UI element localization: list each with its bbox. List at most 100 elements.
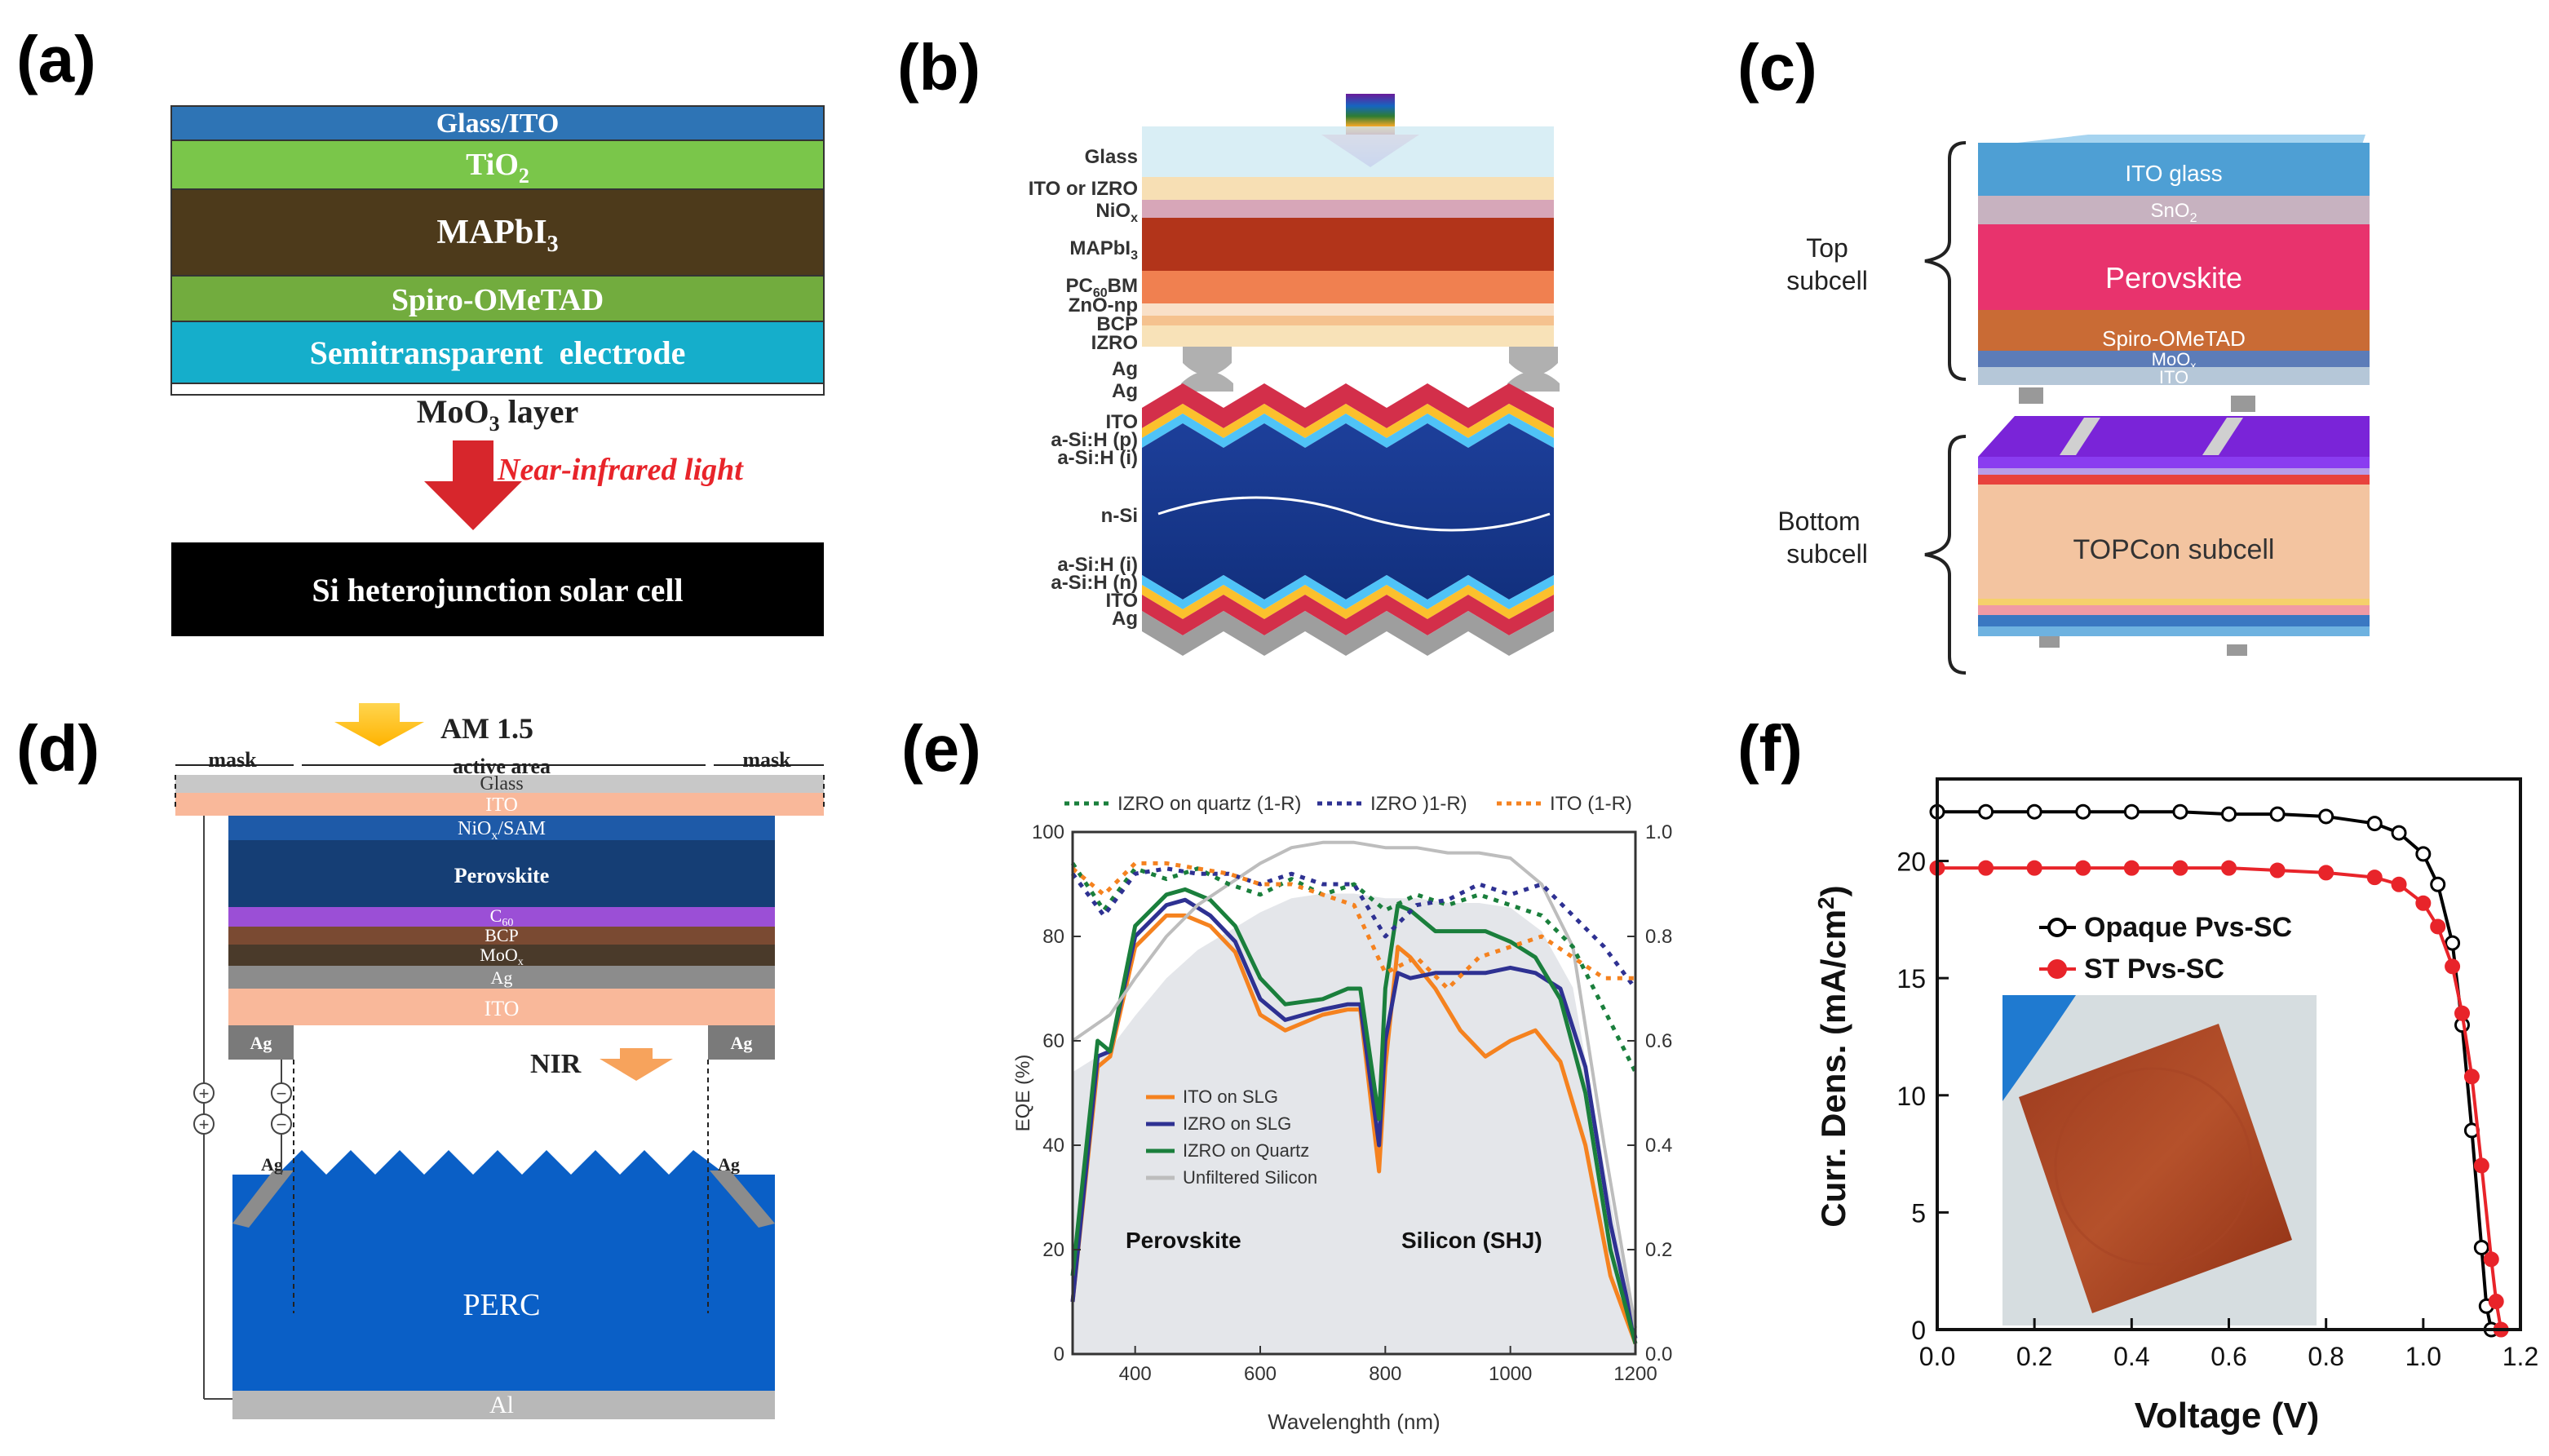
d-ito2-label: ITO: [485, 997, 520, 1020]
d-ag-bottom-left: [232, 1171, 294, 1228]
c-moox-label: MoOx: [2152, 349, 2197, 372]
c-bottom-stripe-7: [1978, 626, 2370, 636]
d-ito-label: ITO: [485, 794, 518, 816]
d-al: [232, 1391, 775, 1419]
d-ag-contact-right: [708, 1025, 775, 1060]
a-layer-electrode-label: Semitransparent electrode: [310, 334, 686, 371]
b-ag-back-right: [1507, 371, 1560, 392]
e-ytick-label: 20: [1042, 1239, 1064, 1261]
d-ag-label: Ag: [491, 967, 513, 988]
d-c60: [228, 907, 775, 927]
c-sno2-label: SnO2: [2151, 200, 2197, 225]
f-point-1-9: [2366, 870, 2383, 886]
d-terminal-2-sign: +: [199, 1114, 210, 1135]
e-xtick-label: 600: [1244, 1363, 1277, 1385]
b-glass: [1142, 126, 1554, 177]
f-point-1-5: [2172, 860, 2188, 876]
e-legend-top-label-2: IZRO )1-R): [1370, 793, 1467, 815]
b-label-ag1: Ag: [1112, 358, 1138, 380]
c-top-label-a: Top: [1806, 233, 1848, 263]
panel-b: (b) Glass ITO or IZRO NiOx MAPbI3 PC60BM…: [897, 31, 1560, 656]
a-layer-glass-ito: [170, 105, 825, 141]
e-series-3: [1071, 840, 1637, 1329]
f-series-1: [1937, 866, 2503, 1330]
c-top-label-b: subcell: [1786, 266, 1868, 295]
c-finger-2: [2202, 418, 2243, 455]
f-xtick-label: 1.0: [2405, 1342, 2441, 1371]
e-region-right: Silicon (SHJ): [1401, 1228, 1542, 1253]
b-label-ito2: ITO: [1105, 590, 1138, 612]
c-bottom-top-face: [1978, 416, 2370, 457]
b-nsi-wave: [1157, 496, 1551, 532]
a-layer-tio2: [170, 139, 825, 190]
f-xtick-label: 0.0: [1919, 1342, 1955, 1371]
c-bottom-stripe-4: [1978, 599, 2370, 605]
b-label-zno: ZnO-np: [1069, 294, 1138, 316]
b-label-glass: Glass: [1085, 146, 1138, 168]
f-point-1-11: [2415, 895, 2432, 911]
f-inset-blue-corner: [2002, 995, 2076, 1101]
b-asih-i-zigzag: [1142, 414, 1554, 448]
b-label-pcbm: PC60BM: [1066, 275, 1138, 300]
b-mapbi3: [1142, 218, 1554, 271]
a-moo3-label: MoO3 layer: [417, 393, 579, 436]
f-point-0-5: [2172, 803, 2188, 820]
a-nir-label: Near-infrared light: [497, 453, 744, 487]
f-ytick-label: 10: [1896, 1082, 1926, 1111]
b-label-asih-n: a-Si:H (n): [1051, 572, 1138, 594]
c-bottom-label-a: Bottom: [1777, 507, 1860, 536]
panel-e: (e) IZRO on quartz (1-R) IZRO )1-R) ITO …: [901, 712, 1672, 1434]
f-point-1-15: [2463, 1069, 2480, 1085]
b-zno: [1142, 303, 1554, 316]
f-point-0-10: [2391, 825, 2407, 841]
b-label-ito-izro: ITO or IZRO: [1029, 178, 1138, 200]
b-label-asih-i: a-Si:H (i): [1057, 447, 1138, 469]
e-ytick-label: 0: [1054, 1343, 1064, 1365]
panel-b-label: (b): [897, 31, 980, 104]
e-series-6: [1071, 861, 1635, 991]
f-point-1-4: [2123, 860, 2140, 876]
d-ag-bottom-right-label: Ag: [718, 1154, 740, 1175]
f-legend: Opaque Pvs-SC ST Pvs-SC: [2039, 912, 2292, 985]
d-perc-label: PERC: [462, 1288, 540, 1322]
panel-a-label: (a): [16, 23, 96, 95]
panel-f: (f) Opaque Pvs-SC ST Pvs-SC Curr. Dens. …: [1737, 712, 2538, 1436]
c-ito: [1978, 367, 2370, 385]
c-bottom-stripe-3: [1978, 475, 2370, 485]
e-legend-label-2: IZRO on SLG: [1183, 1113, 1291, 1134]
a-layer-tio2-label: TiO2: [466, 148, 529, 188]
f-xtick-label: 1.2: [2503, 1342, 2538, 1371]
d-nir-arrow: [600, 1048, 673, 1081]
f-point-1-7: [2269, 862, 2286, 878]
d-terminal-1-sign: +: [199, 1083, 210, 1104]
e-y2tick-label: 0.2: [1645, 1239, 1672, 1261]
e-series-4: [1070, 862, 1638, 1073]
f-point-0-6: [2221, 806, 2237, 822]
b-label-ag2: Ag: [1112, 380, 1138, 402]
b-ag-finger-right: [1509, 347, 1558, 375]
d-ag-bottom-right: [710, 1171, 775, 1228]
e-legend-top: IZRO on quartz (1-R) IZRO )1-R) ITO (1-R…: [1064, 793, 1632, 815]
f-xtick-label: 0.6: [2210, 1342, 2246, 1371]
e-xtick-label: 800: [1369, 1363, 1401, 1385]
f-point-0-3: [2075, 803, 2091, 820]
e-xtick-label: 400: [1119, 1363, 1152, 1385]
d-ag-contact-left: [228, 1025, 294, 1060]
d-perovskite: [228, 840, 775, 907]
a-si-cell-label: Si heterojunction solar cell: [312, 572, 683, 609]
a-nir-arrow: [424, 440, 522, 530]
a-si-cell: [171, 542, 824, 636]
f-ytick-label: 15: [1896, 964, 1926, 994]
d-niox-label: NiOx/SAM: [458, 818, 546, 843]
f-point-1-18: [2488, 1294, 2504, 1310]
d-am-label: AM 1.5: [440, 712, 533, 745]
d-active-label: active area: [453, 755, 551, 778]
c-bottom-brace: [1924, 435, 1967, 675]
f-point-0-13: [2445, 935, 2461, 951]
f-inset-sample: [2019, 1024, 2292, 1313]
c-bottom-label-b: subcell: [1786, 539, 1868, 569]
f-point-0-7: [2269, 806, 2286, 822]
e-legend-top-label-3: ITO (1-R): [1550, 793, 1632, 815]
e-y2tick-label: 0.6: [1645, 1030, 1672, 1052]
c-perovskite: [1978, 224, 2370, 310]
